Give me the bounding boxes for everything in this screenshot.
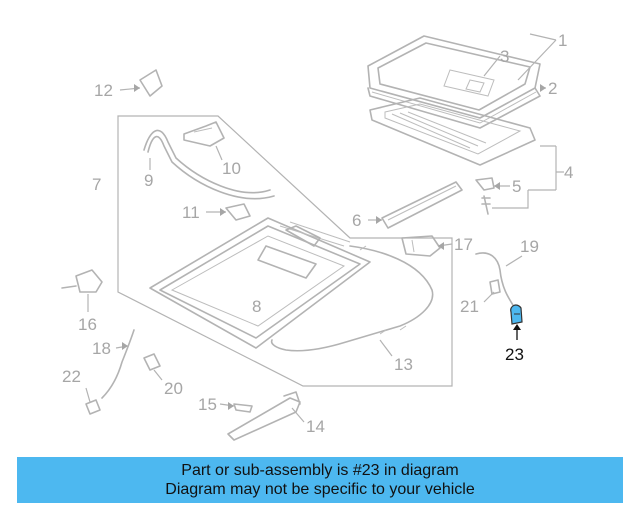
callout-19: 19 (520, 237, 539, 256)
part-drain-clip (475, 177, 495, 215)
callout-9: 9 (144, 171, 153, 190)
callout-2: 2 (548, 79, 557, 98)
part-small-screw (233, 403, 253, 413)
callout-10: 10 (222, 159, 241, 178)
part-front-rail (143, 129, 275, 200)
part-panel-seal (367, 87, 541, 129)
part-glass-panel (367, 35, 541, 119)
sunroof-frame-outline (117, 115, 453, 387)
part-drain-hose (270, 245, 434, 352)
banner-disclaimer: Diagram may not be specific to your vehi… (165, 481, 475, 498)
callout-16: 16 (78, 315, 97, 334)
part-23-highlight (510, 304, 523, 325)
part-cable (101, 329, 135, 399)
callout-13: 13 (394, 355, 413, 374)
part-guide-rail (183, 121, 225, 147)
callout-22: 22 (62, 367, 81, 386)
callout-20: 20 (164, 379, 183, 398)
callout-5: 5 (512, 177, 521, 196)
part-deflector-frame (369, 97, 536, 166)
callout-11: 11 (182, 203, 200, 222)
callout-3: 3 (500, 47, 509, 66)
callout-17: 17 (454, 235, 473, 254)
leader-lines (85, 33, 564, 423)
callout-8: 8 (252, 297, 261, 316)
callout-23: 23 (505, 345, 524, 364)
callout-1: 1 (558, 31, 567, 50)
part-front-bracket (139, 69, 163, 97)
callout-15: 15 (198, 395, 217, 414)
part-switch (61, 269, 103, 293)
banner-part-notice: Part or sub-assembly is #23 in diagram (181, 462, 459, 479)
part-drain-tube (475, 252, 517, 311)
part-housing-frame (149, 217, 371, 349)
callout-21: 21 (460, 297, 479, 316)
callout-14: 14 (306, 417, 325, 436)
part-fastener (85, 399, 101, 415)
callout-7: 7 (92, 175, 101, 194)
callout-18: 18 (92, 339, 111, 358)
part-side-rail (381, 181, 463, 229)
part-motor (401, 235, 441, 257)
callout-4: 4 (564, 163, 573, 182)
part-bracket (225, 203, 251, 221)
part-clip (143, 353, 161, 371)
part-guide-cable (227, 391, 301, 441)
leader-arrowheads (122, 84, 546, 410)
info-banner: Part or sub-assembly is #23 in diagram D… (17, 457, 623, 503)
callout-6: 6 (352, 211, 361, 230)
callout-12: 12 (94, 81, 113, 100)
